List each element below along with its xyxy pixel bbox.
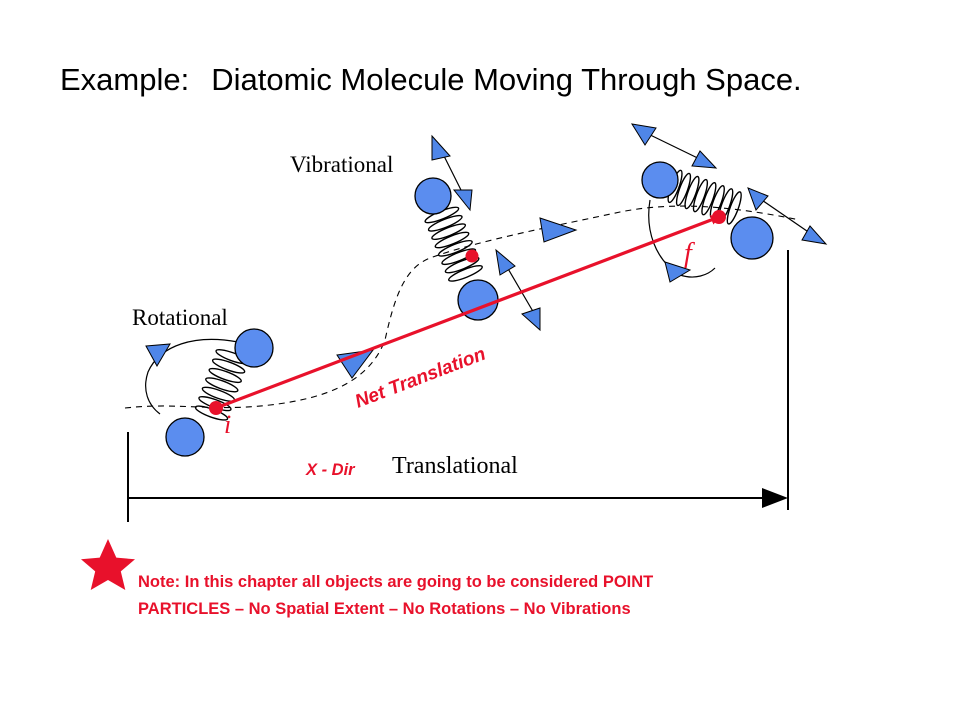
net-translation-arrow: [215, 215, 721, 410]
vibration-arrow-final-left-b: [691, 150, 718, 169]
molecule-final: [630, 123, 828, 283]
molecule-vibrational: [414, 134, 541, 332]
atom-left: [641, 161, 679, 199]
label-vibrational: Vibrational: [290, 152, 393, 177]
vibration-arrow-up: [431, 134, 451, 161]
vibration-arrow-final-right: [747, 187, 769, 211]
vibration-arrow-final-left: [630, 123, 657, 146]
label-initial: i: [224, 410, 231, 439]
rotation-arrow-top: [145, 343, 171, 368]
note-line-1: Note: In this chapter all objects are go…: [138, 573, 654, 591]
note-text: Note: In this chapter all objects are go…: [138, 569, 898, 623]
final-point-dot: [712, 210, 726, 224]
page-title: Example: Diatomic Molecule Moving Through…: [60, 62, 802, 98]
atom-top: [234, 328, 274, 368]
title-lead: Example:: [60, 62, 190, 97]
atom-right: [730, 216, 774, 260]
star-icon: [81, 539, 135, 590]
title-text: Diatomic Molecule Moving Through Space.: [211, 62, 802, 97]
center-of-mass-dot: [465, 249, 479, 263]
x-axis-arrowhead: [762, 488, 788, 508]
note-line-2: PARTICLES – No Spatial Extent – No Rotat…: [138, 600, 631, 618]
vibration-arrow-down-top: [452, 189, 473, 212]
trajectory-dashed-path: [124, 205, 801, 409]
vibration-arrow-down: [521, 307, 541, 332]
rotation-arc: [145, 338, 239, 415]
atom-top: [414, 177, 452, 215]
label-rotational: Rotational: [132, 305, 228, 330]
label-x-dir: X - Dir: [305, 461, 356, 479]
atom-bottom: [165, 417, 205, 457]
label-final: f: [684, 238, 695, 269]
rotation-arrow-final: [664, 261, 692, 283]
vibration-arrow-final-right-b: [801, 225, 828, 245]
label-translational: Translational: [392, 453, 518, 479]
translation-arrow-2: [539, 217, 578, 243]
spring-vibrational: [424, 206, 483, 282]
label-net-translation: Net Translation: [352, 344, 488, 413]
initial-point-dot: [209, 401, 223, 415]
vibration-arrow-mid: [495, 248, 516, 276]
